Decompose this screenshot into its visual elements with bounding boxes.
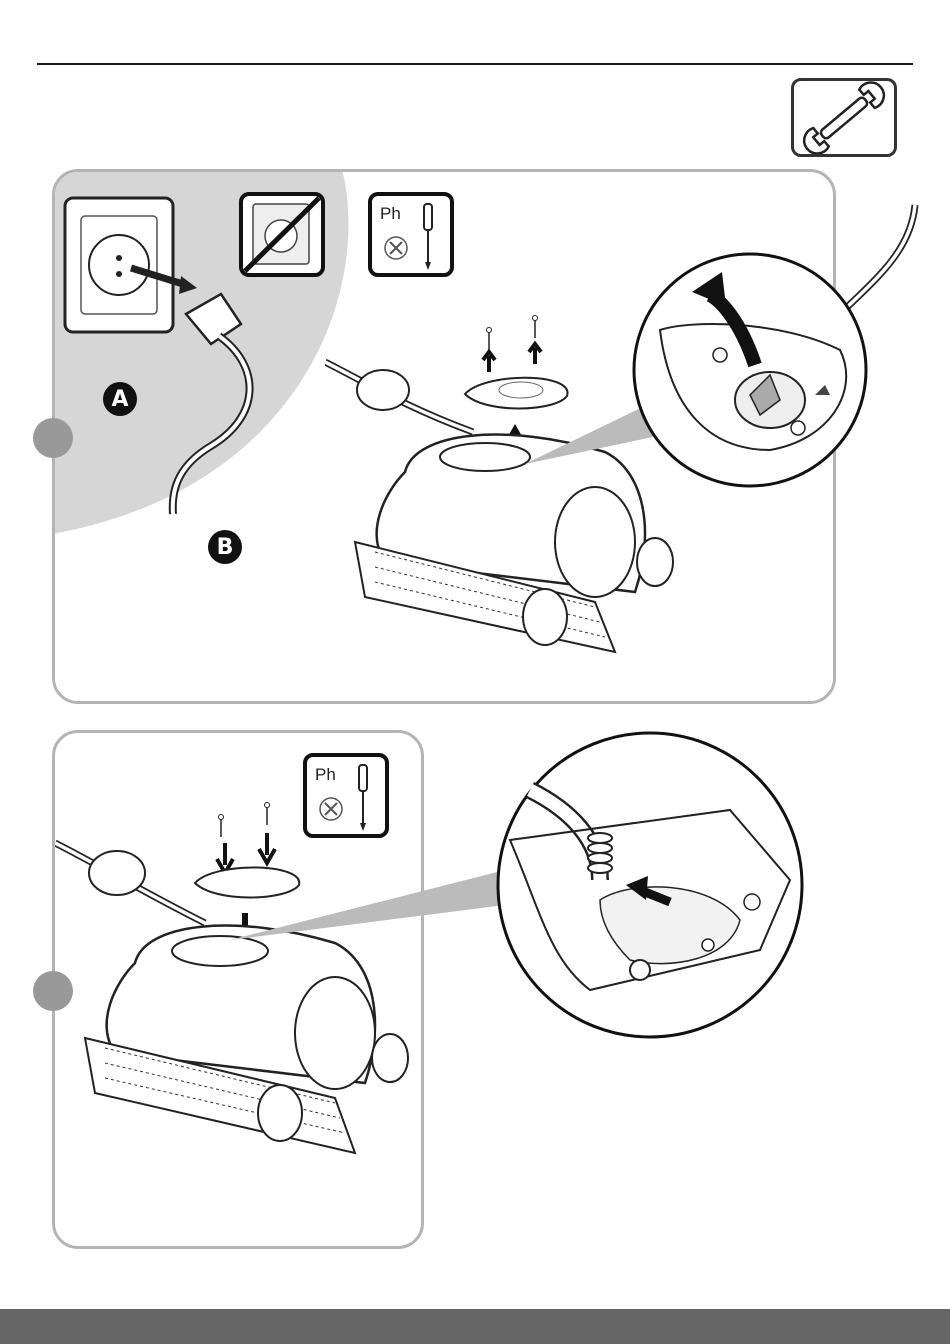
footer-band [0,1309,950,1344]
wrench-icon-box [791,78,897,157]
cable-detail-icon [490,730,810,1045]
label-b: B [208,530,242,564]
zoom-wedge-2 [230,860,510,950]
phillips-screwdriver-box: Ph [368,192,454,277]
phillips-screwdriver-icon [372,196,450,273]
wrench-icon [794,81,894,154]
no-socket-icon [243,196,321,273]
impeller-detail-icon [630,200,950,510]
step-marker-1 [33,418,73,458]
no-socket-icon-box [239,192,325,277]
step-panel-2: Ph [52,730,424,1249]
top-rule [37,63,913,65]
robot-cleaner-icon-2 [55,793,424,1193]
step-marker-2 [33,971,73,1011]
label-a: A [103,382,137,416]
